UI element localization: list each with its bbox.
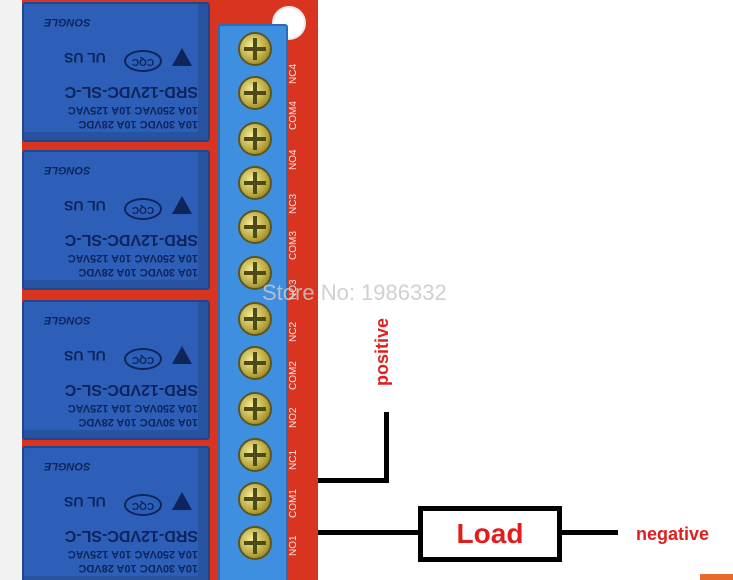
terminal-label: NC4 [288,64,299,85]
screw-terminal-block [218,24,288,580]
positive-label: positive [372,317,392,386]
cqc-logo: CQC [124,494,162,516]
cqc-logo: CQC [124,198,162,220]
relay-model-text: SRD-12VDC-SL-C [64,231,198,248]
terminal-screw-icon [238,438,272,472]
ul-logo: UL US [64,50,106,66]
terminal-label: NC3 [288,194,299,215]
relay-rating-line-2: 10A 30VDC 10A 28VDC [78,562,198,574]
relay-rating-line-1: 10A 250VAC 10A 125VAC [67,252,198,264]
terminal-screw-icon [238,346,272,380]
wire-no1 [318,530,420,535]
relay-model-text: SRD-12VDC-SL-C [64,381,198,398]
cqc-logo: CQC [124,348,162,370]
board-background [0,0,22,580]
load-box: Load [418,506,562,562]
terminal-label: NC2 [288,322,299,343]
relay-1: SRD-12VDC-SL-C 10A 250VAC 10A 125VAC 10A… [22,446,210,580]
ul-logo: UL US [64,198,106,214]
relay-model-text: SRD-12VDC-SL-C [64,83,198,100]
relay-brand: SONGLE [44,16,91,28]
ul-logo: UL US [64,494,106,510]
terminal-screw-icon [238,256,272,290]
terminal-screw-icon [238,302,272,336]
terminal-screw-icon [238,76,272,110]
wire-positive-riser [384,412,389,483]
warning-triangle-icon [172,492,192,510]
wire-com1 [318,478,388,483]
relay-model-text: SRD-12VDC-SL-C [64,527,198,544]
terminal-label: COM4 [288,101,299,131]
wire-negative [560,530,618,535]
terminal-screw-icon [238,210,272,244]
load-label: Load [456,518,524,549]
relay-rating-line-2: 10A 30VDC 10A 28VDC [78,266,198,278]
warning-triangle-icon [172,346,192,364]
terminal-screw-icon [238,122,272,156]
terminal-label: COM3 [288,231,299,261]
relay-rating-line-2: 10A 30VDC 10A 28VDC [78,118,198,130]
terminal-screw-icon [238,166,272,200]
terminal-screw-icon [238,392,272,426]
cqc-logo: CQC [124,50,162,72]
terminal-screw-icon [238,526,272,560]
warning-triangle-icon [172,196,192,214]
relay-brand: SONGLE [44,314,91,326]
terminal-screw-icon [238,32,272,66]
relay-rating-line-2: 10A 30VDC 10A 28VDC [78,416,198,428]
terminal-label: NO1 [288,535,299,557]
relay-4: SRD-12VDC-SL-C 10A 250VAC 10A 125VAC 10A… [22,2,210,142]
relay-brand: SONGLE [44,460,91,472]
relay-2: SRD-12VDC-SL-C 10A 250VAC 10A 125VAC 10A… [22,300,210,440]
relay-rating-line-1: 10A 250VAC 10A 125VAC [67,548,198,560]
terminal-label: COM1 [288,489,299,519]
store-watermark: Store No: 1986332 [262,280,447,305]
ul-logo: UL US [64,348,106,364]
negative-label: negative [636,524,710,544]
relay-rating-line-1: 10A 250VAC 10A 125VAC [67,104,198,116]
terminal-label: COM2 [288,361,299,391]
warning-triangle-icon [172,48,192,66]
terminal-label: NO4 [288,149,299,171]
terminal-label: NO2 [288,407,299,429]
terminal-screw-icon [238,482,272,516]
relay-3: SRD-12VDC-SL-C 10A 250VAC 10A 125VAC 10A… [22,150,210,290]
relay-brand: SONGLE [44,164,91,176]
corner-bar [700,574,733,580]
terminal-label: NC1 [288,450,299,471]
relay-rating-line-1: 10A 250VAC 10A 125VAC [67,402,198,414]
